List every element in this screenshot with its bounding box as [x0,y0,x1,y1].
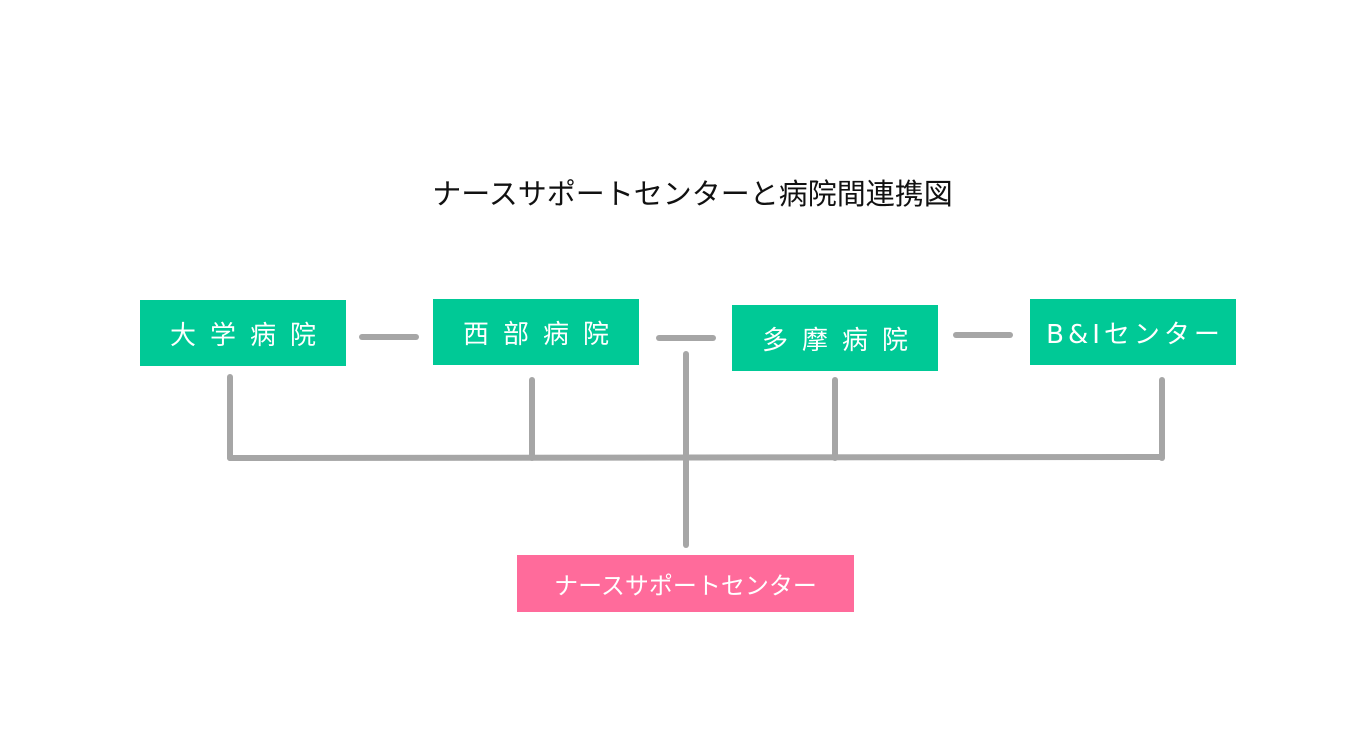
node-bi-center: B&Iセンター [1030,299,1236,365]
bus-line [227,454,1165,461]
node-nurse-support-center: ナースサポートセンター [517,555,854,612]
diagram-title: ナースサポートセンターと病院間連携図 [432,177,953,211]
node-seibu-hospital: 西部病院 [433,299,639,365]
node-tama-hospital: 多摩病院 [732,305,938,371]
node-daigaku-hospital: 大学病院 [140,300,346,366]
